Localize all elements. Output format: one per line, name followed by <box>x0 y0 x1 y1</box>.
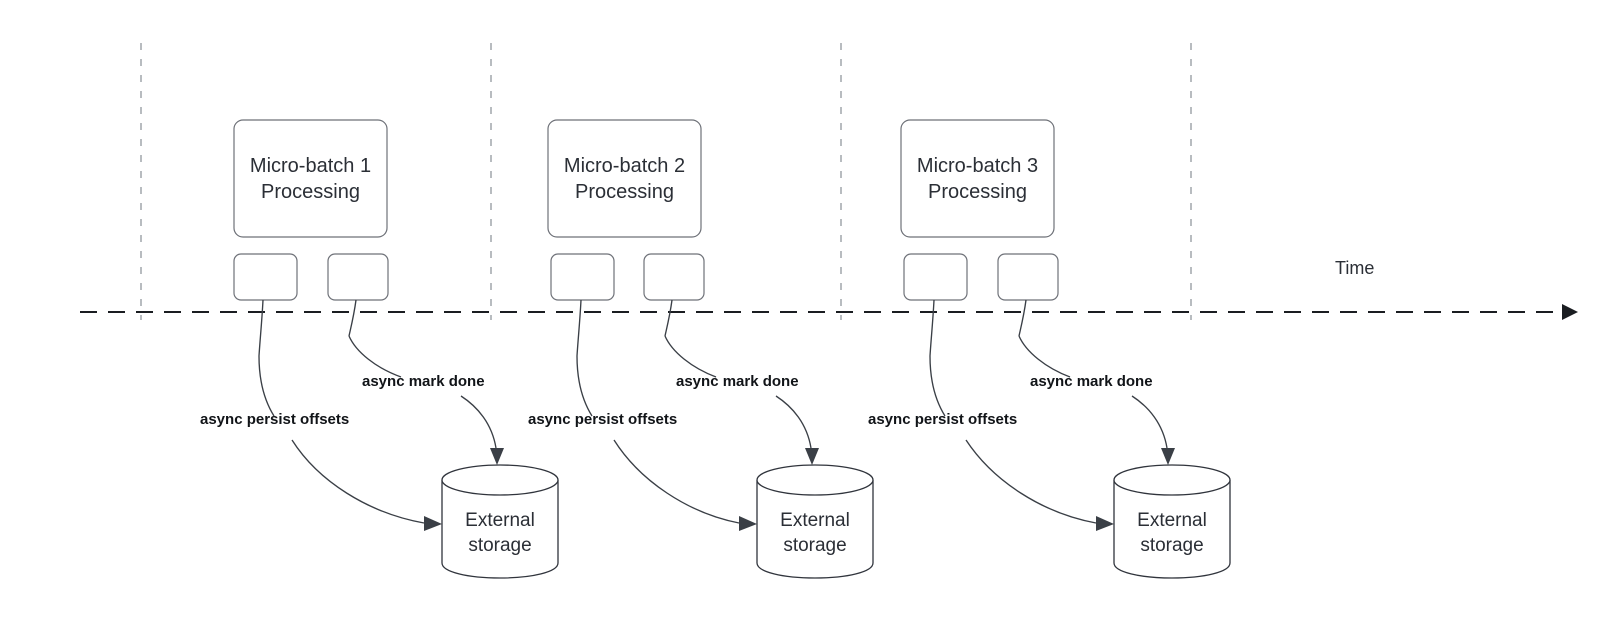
micro-batch-3-group: Micro-batch 3 Processing async persist o… <box>868 119 1231 579</box>
micro-batch-1-mark-done-curve-upper <box>348 335 402 378</box>
micro-batch-2-persist-offsets-arrowhead <box>739 516 757 531</box>
micro-batch-3-label-line2: Processing <box>928 181 1027 203</box>
micro-batch-1-persist-offsets-arrowhead <box>424 516 442 531</box>
micro-batch-2-group: Micro-batch 2 Processing async persist o… <box>528 119 874 579</box>
micro-batch-3-mark-done-curve-upper <box>1018 335 1071 378</box>
micro-batch-3-persist-offsets-task[interactable] <box>903 253 968 301</box>
micro-batch-3-persist-offsets-arrowhead <box>1096 516 1114 531</box>
micro-batch-3-persist-offsets-stub <box>929 299 935 357</box>
micro-batch-1-persist-offsets-curve-lower <box>291 439 425 524</box>
micro-batch-2-process-box[interactable] <box>547 119 702 238</box>
micro-batch-1-mark-done-stub <box>348 299 357 337</box>
micro-batch-3-storage-cylinder-body[interactable] <box>1113 480 1231 579</box>
micro-batch-3-mark-done-curve-lower <box>1131 395 1168 449</box>
micro-batch-1-persist-offsets-label: async persist offsets <box>200 411 349 428</box>
micro-batch-1-storage-cylinder-top <box>441 464 559 496</box>
micro-batch-1-persist-offsets-curve-upper <box>258 355 275 417</box>
micro-batch-3-persist-offsets-curve-lower <box>965 439 1097 524</box>
micro-batch-1-group: Micro-batch 1 Processing async persist o… <box>200 119 559 579</box>
micro-batch-2-persist-offsets-task[interactable] <box>550 253 615 301</box>
micro-batch-2-persist-offsets-curve-upper <box>576 355 593 417</box>
micro-batch-2-label-line2: Processing <box>575 181 674 203</box>
micro-batch-3-storage-label-line1: External <box>1137 510 1207 531</box>
micro-batch-1-storage-cylinder-body[interactable] <box>441 480 559 579</box>
micro-batch-2-mark-done-curve-upper <box>664 335 717 378</box>
micro-batch-2-storage-label-line1: External <box>780 510 850 531</box>
micro-batch-3-storage-cylinder-top <box>1113 464 1231 496</box>
micro-batch-1-storage-label-line1: External <box>465 510 535 531</box>
micro-batch-2-storage-cylinder-body[interactable] <box>756 480 874 579</box>
tick-line-group <box>140 43 1192 320</box>
micro-batch-1-persist-offsets-stub <box>258 299 264 357</box>
micro-batch-1-process-box[interactable] <box>233 119 388 238</box>
micro-batch-1-mark-done-curve-lower <box>460 395 497 449</box>
micro-batch-2-mark-done-label: async mark done <box>676 373 799 390</box>
micro-batch-3-mark-done-task[interactable] <box>997 253 1059 301</box>
micro-batch-2-persist-offsets-stub <box>576 299 582 357</box>
micro-batch-1-mark-done-task[interactable] <box>327 253 389 301</box>
micro-batch-2-persist-offsets-curve-lower <box>613 439 740 524</box>
micro-batch-3-label-line1: Micro-batch 3 <box>917 155 1038 177</box>
micro-batch-2-mark-done-arrowhead <box>805 448 819 465</box>
micro-batch-3-persist-offsets-curve-upper <box>929 355 946 417</box>
micro-batch-2-mark-done-stub <box>664 299 673 337</box>
micro-batch-2-mark-done-task[interactable] <box>643 253 705 301</box>
micro-batch-3-mark-done-label: async mark done <box>1030 373 1153 390</box>
micro-batch-3-mark-done-arrowhead <box>1161 448 1175 465</box>
time-axis-arrowhead <box>1562 304 1578 320</box>
micro-batch-1-persist-offsets-task[interactable] <box>233 253 298 301</box>
micro-batch-3-process-box[interactable] <box>900 119 1055 238</box>
micro-batch-2-persist-offsets-label: async persist offsets <box>528 411 677 428</box>
micro-batch-2-storage-label-line2: storage <box>783 535 846 556</box>
micro-batch-2-label-line1: Micro-batch 2 <box>564 155 685 177</box>
micro-batch-3-persist-offsets-label: async persist offsets <box>868 411 1017 428</box>
micro-batch-3-mark-done-stub <box>1018 299 1027 337</box>
micro-batch-1-storage-label-line2: storage <box>468 535 531 556</box>
micro-batch-2-storage-cylinder-top <box>756 464 874 496</box>
time-axis: Time <box>80 258 1578 320</box>
time-axis-label: Time <box>1335 258 1374 278</box>
micro-batch-1-mark-done-label: async mark done <box>362 373 485 390</box>
micro-batch-2-mark-done-curve-lower <box>775 395 812 449</box>
micro-batch-1-label-line2: Processing <box>261 181 360 203</box>
micro-batch-3-storage-label-line2: storage <box>1140 535 1203 556</box>
micro-batch-1-mark-done-arrowhead <box>490 448 504 465</box>
micro-batch-1-label-line1: Micro-batch 1 <box>250 155 371 177</box>
